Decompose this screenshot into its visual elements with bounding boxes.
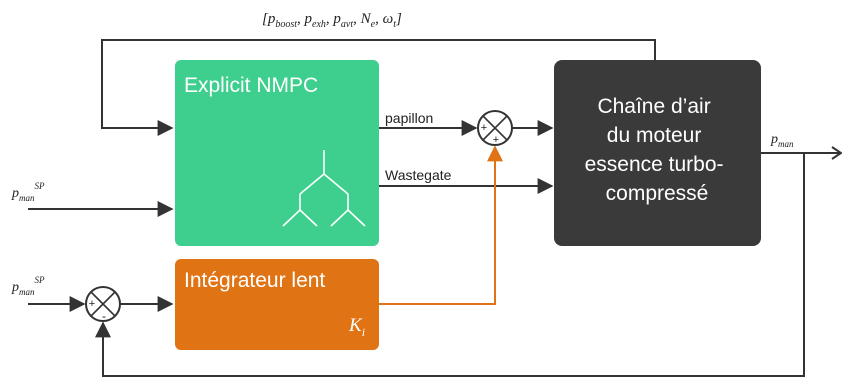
tree-icon — [282, 150, 366, 227]
svg-text:+: + — [493, 134, 499, 146]
svg-text:+: + — [481, 122, 487, 134]
papillon-label: papillon — [385, 110, 433, 126]
nmpc-title: Explicit NMPC — [184, 74, 318, 97]
wastegate-label: Wastegate — [385, 167, 452, 183]
setpoint-label-top: pmanSP — [11, 181, 45, 203]
nmpc-block — [175, 60, 379, 246]
bottom-summing-junction: + - — [85, 286, 121, 323]
integrator-output-line — [379, 145, 503, 305]
setpoint-label-bottom: pmanSP — [11, 275, 45, 297]
integrator-block — [175, 259, 379, 350]
integrator-title: Intégrateur lent — [184, 269, 325, 292]
plant-label: Chaîne d’air du moteur essence turbo- co… — [585, 95, 730, 205]
integrator-gain: Ki — [348, 315, 365, 339]
feedback-vector-label: [pboost, pexh, pavt, Ne, ωt] — [262, 11, 402, 30]
output-label: pman — [770, 132, 794, 149]
svg-text:+: + — [89, 298, 95, 310]
state-feedback-line — [101, 39, 656, 136]
plant-block — [554, 60, 761, 246]
svg-text:-: - — [102, 309, 106, 323]
top-summing-junction: + + — [477, 110, 513, 146]
output-feedback-line — [95, 153, 805, 377]
output-arrowhead — [831, 146, 842, 160]
